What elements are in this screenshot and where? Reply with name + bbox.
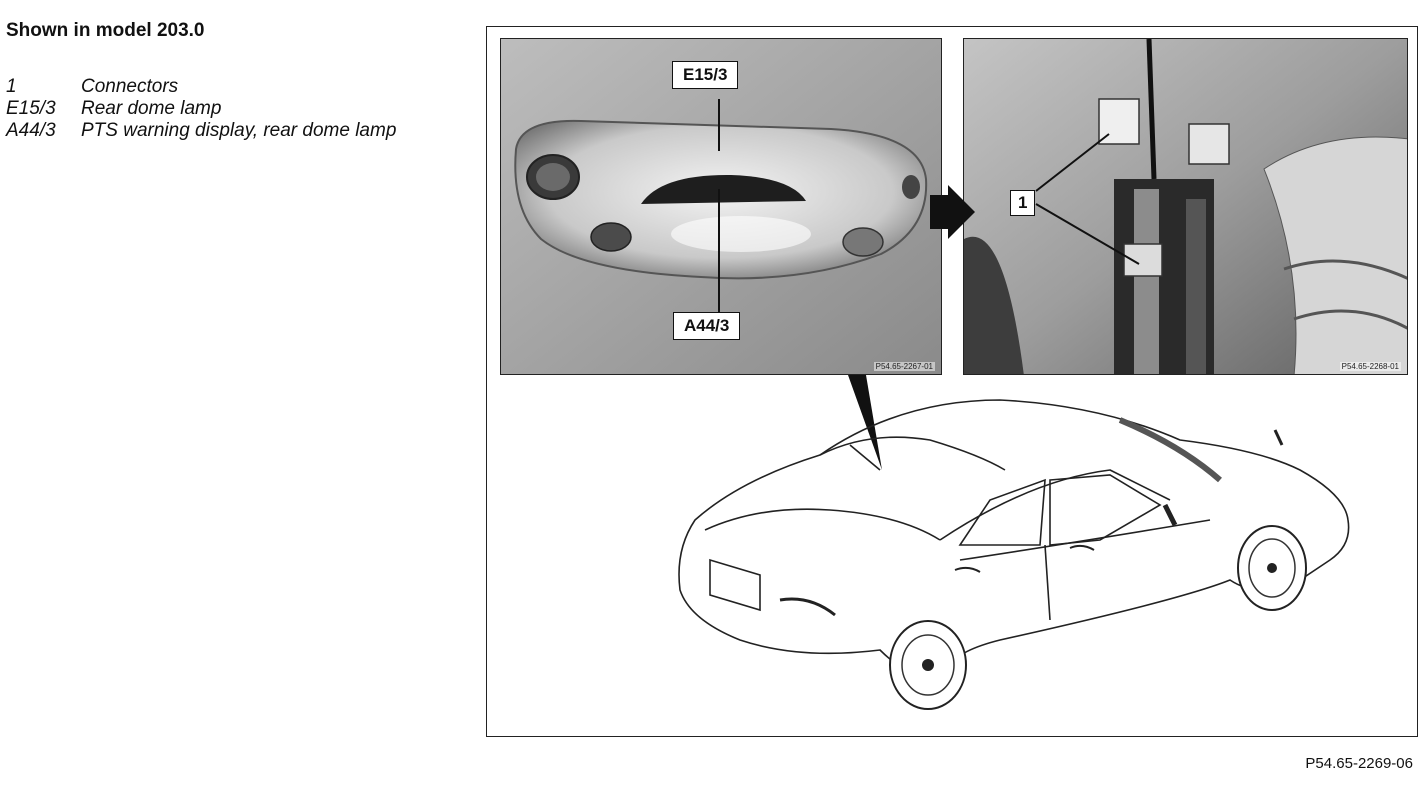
callout-e153: E15/3 — [672, 61, 739, 89]
dome-lamp-drawing — [501, 39, 941, 374]
lamp-switch-right — [902, 175, 920, 199]
bracket-rail — [1186, 199, 1206, 374]
connectors-drawing — [964, 39, 1407, 374]
lamp-button-left — [590, 222, 632, 252]
callout-connector: 1 — [1010, 190, 1036, 216]
lamp-button-right — [842, 227, 884, 257]
panel-contour — [1293, 309, 1407, 330]
legend-text: PTS warning display, rear dome lamp — [81, 120, 397, 141]
wiring-harness — [1146, 39, 1157, 180]
photo-code-left: P54.65-2267-01 — [873, 362, 935, 371]
dome-lamp-photo: P54.65-2267-01 — [500, 38, 942, 375]
lamp-lens-glare — [671, 216, 811, 252]
leader-line-connector-lower — [1035, 203, 1140, 265]
legend-key: E15/3 — [6, 98, 56, 119]
legend-item: E15/3 Rear dome lamp — [6, 98, 426, 120]
shadow-area — [964, 236, 1024, 374]
connector-upper-right — [1188, 123, 1230, 165]
leader-line-connector-upper — [1035, 133, 1110, 192]
panel-contour — [1283, 259, 1407, 280]
page-heading: Shown in model 203.0 — [6, 20, 205, 41]
callout-a443: A44/3 — [673, 312, 741, 340]
legend-text: Connectors — [81, 76, 179, 97]
legend: 1 Connectors E15/3 Rear dome lamp A44/3 … — [6, 76, 426, 142]
legend-key: 1 — [6, 76, 17, 97]
legend-text: Rear dome lamp — [81, 98, 222, 119]
legend-key: A44/3 — [6, 120, 56, 141]
lamp-switch-left-inner — [536, 163, 570, 191]
legend-item: A44/3 PTS warning display, rear dome lam… — [6, 120, 426, 142]
connector-lower — [1123, 243, 1163, 277]
bracket-rail — [1134, 189, 1159, 374]
legend-item: 1 Connectors — [6, 76, 426, 98]
photo-code-right: P54.65-2268-01 — [1339, 362, 1401, 371]
connectors-photo: P54.65-2268-01 — [963, 38, 1408, 375]
figure-code: P54.65-2269-06 — [1305, 755, 1413, 772]
pts-warning-display — [641, 174, 806, 204]
